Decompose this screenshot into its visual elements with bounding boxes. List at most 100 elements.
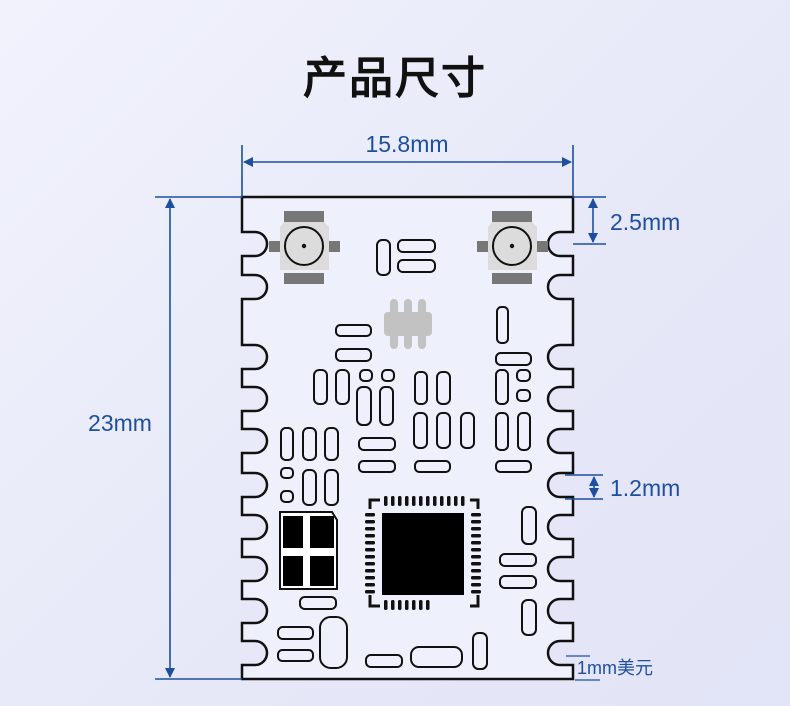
height-label: 23mm	[88, 410, 152, 436]
chip-pin	[447, 496, 451, 506]
component-footprint	[397, 239, 436, 253]
chip-pin	[471, 569, 481, 573]
component-footprint	[499, 575, 537, 589]
component-footprint	[460, 412, 475, 449]
chip-pin	[471, 541, 481, 545]
resistor-array	[384, 299, 432, 349]
chip-pin	[471, 520, 481, 524]
ipex-connector-right	[477, 211, 548, 284]
chip-pin	[365, 576, 375, 580]
edge-label: 1mm美元	[577, 658, 653, 678]
chip-pin	[365, 541, 375, 545]
component-footprint	[302, 427, 317, 461]
component-footprint	[280, 467, 294, 479]
ipex-connector-left	[269, 211, 340, 284]
component-footprint	[495, 460, 532, 473]
chip-pin	[365, 534, 375, 538]
component-footprint	[495, 352, 532, 366]
chip-pin	[471, 555, 481, 559]
chip-pin	[471, 527, 481, 531]
chip-pin	[433, 496, 437, 506]
component-footprint	[516, 369, 531, 382]
chip-pin	[471, 576, 481, 580]
chip-pin	[365, 562, 375, 566]
component-footprint	[397, 259, 436, 273]
chip-pin	[419, 496, 423, 506]
component-footprint	[472, 632, 488, 670]
component-footprint	[499, 553, 537, 567]
chip-pin	[365, 590, 375, 594]
chip-pin	[365, 513, 375, 517]
chip-pin	[384, 600, 388, 610]
chip-pin	[391, 600, 395, 610]
component-footprint	[436, 371, 451, 405]
page-title: 产品尺寸	[303, 53, 487, 104]
component-footprint	[358, 437, 396, 451]
component-footprint	[313, 369, 328, 405]
component-footprint	[381, 369, 395, 382]
crystal-oscillator	[279, 511, 338, 590]
edge-dimension	[566, 655, 600, 681]
component-footprint	[436, 412, 451, 449]
component-footprint	[516, 389, 531, 402]
component-footprint	[335, 324, 372, 337]
component-footprint	[517, 412, 531, 451]
component-footprint	[359, 369, 373, 382]
component-footprint	[410, 646, 463, 668]
chip-pin	[365, 583, 375, 587]
chip-pin	[471, 534, 481, 538]
chip-pin	[461, 496, 465, 506]
pad-pitch-label: 1.2mm	[610, 475, 680, 501]
antenna-offset-dimension	[573, 196, 606, 245]
component-footprint	[277, 649, 314, 662]
antenna-offset-label: 2.5mm	[610, 209, 680, 235]
chip-pin	[471, 548, 481, 552]
chip-pin	[426, 496, 430, 506]
chip-pin	[471, 583, 481, 587]
chip-pin	[398, 496, 402, 506]
component-footprint	[335, 348, 372, 362]
chip-pin	[440, 496, 444, 506]
chip-pin	[365, 569, 375, 573]
component-footprint	[299, 596, 337, 610]
passive-components	[277, 239, 537, 670]
component-footprint	[356, 386, 372, 426]
chip-pin	[365, 555, 375, 559]
chip-pin	[405, 600, 409, 610]
chip-pin	[365, 548, 375, 552]
component-footprint	[335, 369, 350, 405]
component-footprint	[358, 460, 396, 473]
component-footprint	[414, 371, 428, 405]
chip-pin	[426, 600, 430, 610]
chip-pin	[384, 496, 388, 506]
component-footprint	[376, 239, 391, 276]
component-footprint	[414, 460, 451, 473]
component-footprint	[319, 616, 348, 669]
chip-pin	[471, 590, 481, 594]
component-footprint	[521, 506, 537, 545]
chip-pin	[398, 600, 402, 610]
chip-pin	[454, 496, 458, 506]
chip-pin	[471, 562, 481, 566]
component-footprint	[495, 369, 509, 405]
main-ic-chip	[365, 496, 481, 610]
chip-pin	[405, 496, 409, 506]
component-footprint	[324, 469, 339, 506]
component-footprint	[280, 490, 294, 503]
width-label: 15.8mm	[365, 131, 448, 157]
pad-pitch-dimension	[565, 474, 603, 500]
component-footprint	[413, 412, 428, 449]
component-footprint	[496, 306, 509, 344]
component-footprint	[277, 626, 314, 640]
height-dimension	[155, 196, 242, 680]
component-footprint	[365, 654, 403, 668]
component-footprint	[521, 599, 537, 636]
chip-pin	[391, 496, 395, 506]
width-dimension	[241, 145, 574, 197]
component-footprint	[324, 427, 339, 461]
chip-pin	[365, 520, 375, 524]
chip-pin	[412, 496, 416, 506]
chip-pin	[365, 527, 375, 531]
component-footprint	[302, 469, 317, 506]
